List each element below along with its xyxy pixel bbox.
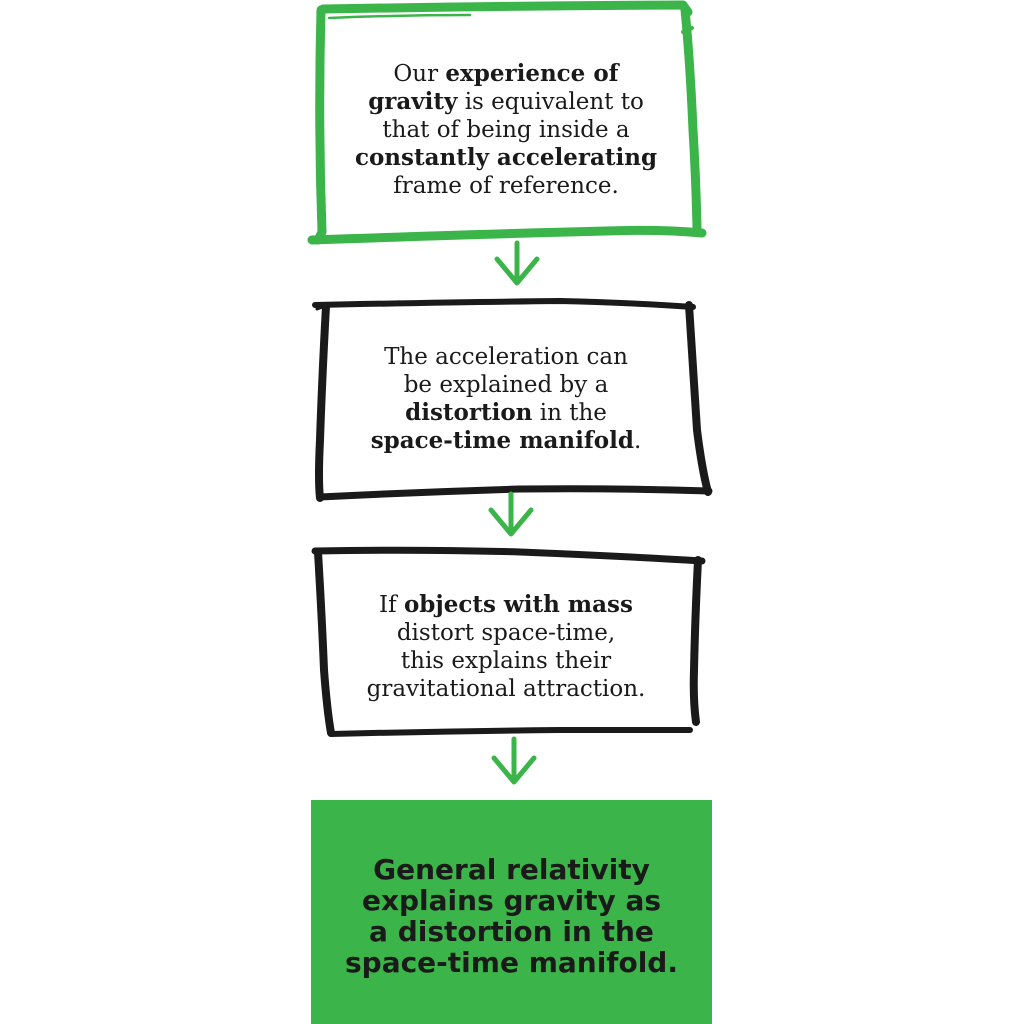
box-text-line: be explained by a: [326, 371, 686, 399]
box-text-line: distort space-time,: [326, 619, 686, 647]
box-text-line: gravitational attraction.: [326, 675, 686, 703]
bold-text-run: experience of: [445, 60, 619, 87]
arrow-1: [494, 240, 540, 286]
text-run: frame of reference.: [393, 173, 619, 199]
bold-text-run: space-time manifold: [370, 427, 634, 454]
box-text-line: distortion in the: [326, 399, 686, 427]
box-text-line: Our experience of: [326, 60, 686, 88]
text-run: Our: [393, 61, 446, 87]
bold-text-run: constantly accelerating: [354, 144, 658, 171]
conclusion-line: a distortion in the: [369, 915, 654, 948]
conclusion-line: explains gravity as: [361, 884, 662, 917]
box-text-line: that of being inside a: [326, 116, 686, 144]
text-run: be explained by a: [403, 372, 609, 398]
arrow-2: [488, 491, 534, 537]
box-text-line: frame of reference.: [326, 172, 686, 200]
conclusion-text: General relativity explains gravity as a…: [345, 854, 678, 978]
conclusion-line: space-time manifold.: [344, 946, 678, 979]
box-text-line: If objects with mass: [326, 591, 686, 619]
text-run: is equivalent to: [457, 89, 644, 115]
arrow-3: [491, 736, 537, 785]
text-run: this explains their: [400, 648, 612, 674]
text-run: If: [379, 592, 404, 618]
box-text-line: this explains their: [326, 647, 686, 675]
bold-text-run: objects with mass: [403, 591, 633, 618]
text-run: distort space-time,: [396, 620, 616, 646]
text-run: that of being inside a: [382, 117, 630, 143]
box-text-line: The acceleration can: [326, 343, 686, 371]
bold-text-run: distortion: [405, 399, 533, 426]
text-run: The acceleration can: [384, 344, 628, 370]
bold-text-run: gravity: [368, 88, 458, 115]
box-text-line: constantly accelerating: [326, 144, 686, 172]
text-run: .: [633, 428, 642, 454]
conclusion-line: General relativity: [373, 853, 650, 886]
box-text-line: space-time manifold.: [326, 427, 686, 455]
conclusion-box: General relativity explains gravity as a…: [311, 800, 712, 1024]
text-run: in the: [532, 400, 607, 426]
text-run: gravitational attraction.: [366, 676, 646, 702]
box-text-line: gravity is equivalent to: [326, 88, 686, 116]
